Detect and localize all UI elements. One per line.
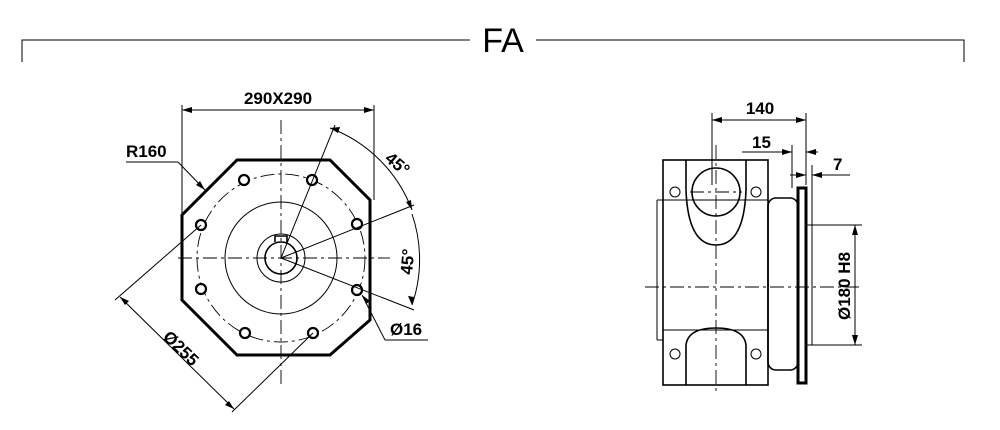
dim-length: 140 [746, 99, 774, 118]
output-flange-hub [767, 197, 799, 371]
dim-angle-top: 45° [381, 149, 413, 180]
bolt-holes [194, 173, 364, 340]
bolt-hole [305, 173, 319, 187]
flange-outline [180, 158, 372, 357]
bolt-hole [238, 326, 252, 340]
dim-angle-right: 45° [397, 248, 418, 275]
pcd-circle [196, 173, 366, 343]
dim-hole: Ø16 [390, 320, 422, 339]
bolt-hole [194, 282, 208, 296]
side-view: 140 15 7 Ø180 H8 [645, 99, 862, 395]
hub-circle [256, 233, 306, 283]
bore-circle [264, 241, 298, 275]
inner-recess [224, 201, 338, 315]
drawing-title: FA [482, 22, 524, 60]
front-view: 290X290 R160 45° 45° Ø255 Ø16 [114, 89, 428, 413]
bolt-hole [237, 173, 251, 187]
dim-spigot: 7 [833, 155, 842, 174]
title-frame: FA [21, 22, 965, 62]
dim-pcd: Ø255 [159, 327, 202, 370]
dim-flange: 15 [752, 133, 771, 152]
output-flange [796, 186, 808, 385]
dim-pilot: Ø180 H8 [835, 252, 854, 320]
dim-square: 290X290 [244, 89, 312, 108]
dim-radius: R160 [126, 142, 167, 161]
